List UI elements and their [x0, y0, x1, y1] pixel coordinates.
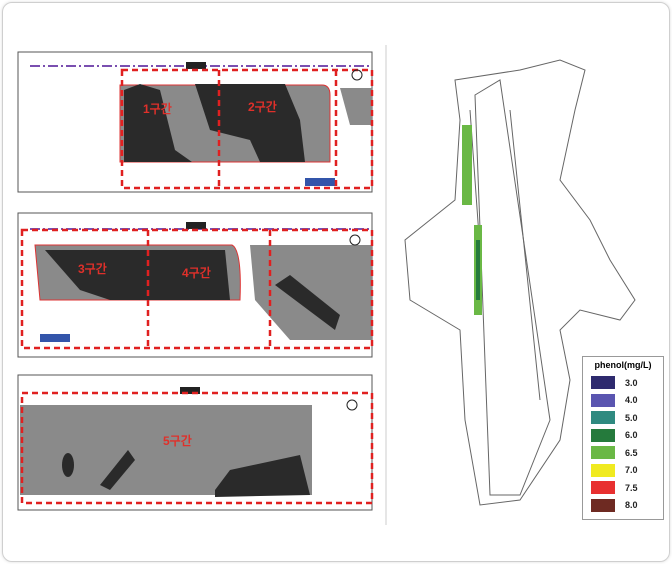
legend-value: 7.0: [625, 465, 638, 476]
legend-swatch: [591, 498, 615, 512]
legend-item: 7.5: [583, 479, 663, 497]
legend-swatch: [591, 393, 615, 407]
legend-value: 5.0: [625, 412, 638, 423]
legend-value: 8.0: [625, 500, 638, 511]
compass-icon: [349, 234, 361, 246]
legend-value: 6.5: [625, 447, 638, 458]
compass-icon: [346, 399, 358, 411]
legend-value: 7.5: [625, 482, 638, 493]
legend-item: 4.0: [583, 392, 663, 410]
legend-item: 5.0: [583, 409, 663, 427]
zone-label-3: 3구간: [78, 261, 107, 276]
phenol-legend: phenol(mg/L) 3.0 4.0 5.0 6.0 6.5 7.0 7.5 8.0: [582, 356, 664, 520]
legend-swatch: [591, 411, 615, 425]
legend-value: 3.0: [625, 377, 638, 388]
legend-item: 3.0: [583, 374, 663, 392]
legend-swatch: [591, 446, 615, 460]
plan-panel-3: [17, 374, 374, 511]
legend-swatch: [591, 428, 615, 442]
phenol-band: [476, 240, 480, 300]
legend-item: 6.0: [583, 427, 663, 445]
legend-item: 7.0: [583, 462, 663, 480]
plan-panel-1: [17, 51, 374, 193]
legend-item: 8.0: [583, 497, 663, 515]
zone-label-1: 1구간: [143, 101, 172, 116]
phenol-band: [462, 125, 472, 205]
compass-icon: [351, 69, 363, 81]
legend-value: 6.0: [625, 430, 638, 441]
legend-item: 6.5: [583, 444, 663, 462]
legend-swatch: [591, 463, 615, 477]
legend-title: phenol(mg/L): [594, 360, 652, 370]
legend-swatch: [591, 376, 615, 390]
zone-label-5: 5구간: [163, 433, 192, 448]
zone-label-4: 4구간: [182, 265, 211, 280]
legend-value: 4.0: [625, 395, 638, 406]
legend-swatch: [591, 481, 615, 495]
plan-panel-2: [17, 212, 374, 358]
zone-label-2: 2구간: [248, 99, 277, 114]
